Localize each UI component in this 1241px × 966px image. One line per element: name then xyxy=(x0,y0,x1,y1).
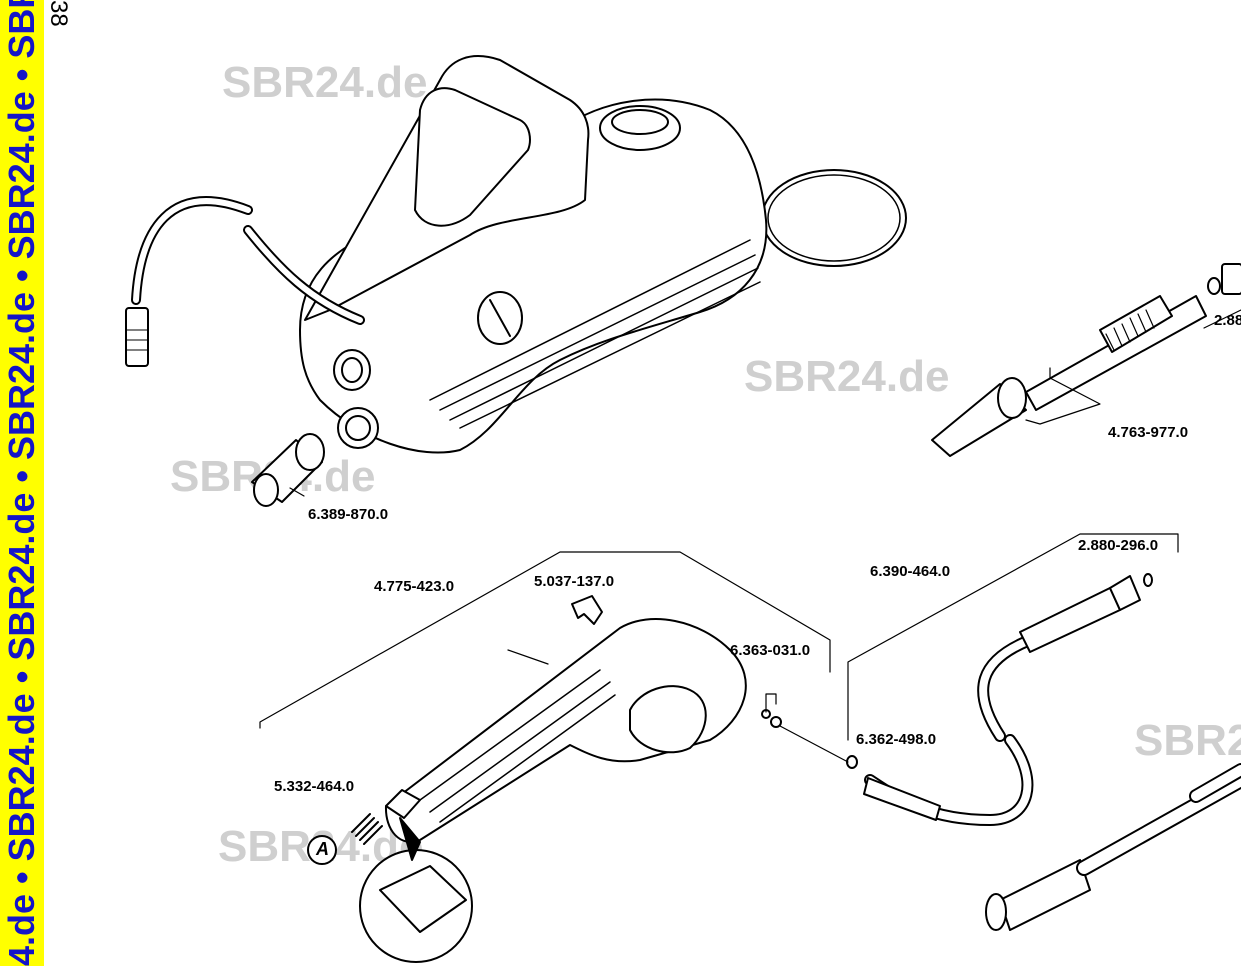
part-label-trigger-lock: 5.037-137.0 xyxy=(534,573,615,590)
sidebar-watermark-stripe: 4.de • SBR24.de • SBR24.de • SBR24.de • … xyxy=(0,0,44,966)
high-pressure-hose xyxy=(846,573,1241,931)
watermark: SBR24.de xyxy=(222,58,428,107)
trigger-lock-part xyxy=(571,595,603,625)
part-label-hose-oring-gun: 6.362-498.0 xyxy=(856,731,937,748)
suction-hose xyxy=(125,196,365,367)
part-label-nozzle-oring: 2.88 xyxy=(1214,312,1241,329)
part-label-gun-assembly: 4.775-423.0 xyxy=(374,578,455,595)
spray-gun xyxy=(384,618,747,843)
part-label-inlet-coupling: 6.389-870.0 xyxy=(308,506,389,523)
detail-callout-circle xyxy=(307,835,337,865)
inlet-coupling-part xyxy=(251,433,325,507)
watermark: SBR24.de xyxy=(744,352,950,401)
watermark: SBR2 xyxy=(1134,716,1241,765)
part-label-gun-spring: 5.332-464.0 xyxy=(274,778,355,795)
part-label-gun-fitting: 6.363-031.0 xyxy=(730,642,811,659)
part-label-nozzle-assembly: 4.763-977.0 xyxy=(1108,424,1189,441)
part-label-hose-oring-end: 2.880-296.0 xyxy=(1078,537,1159,554)
pressure-washer-body xyxy=(299,55,907,454)
detail-callout-letter: A xyxy=(316,839,329,859)
part-label-hose: 6.390-464.0 xyxy=(870,563,951,580)
nozzle-assembly xyxy=(931,263,1241,457)
